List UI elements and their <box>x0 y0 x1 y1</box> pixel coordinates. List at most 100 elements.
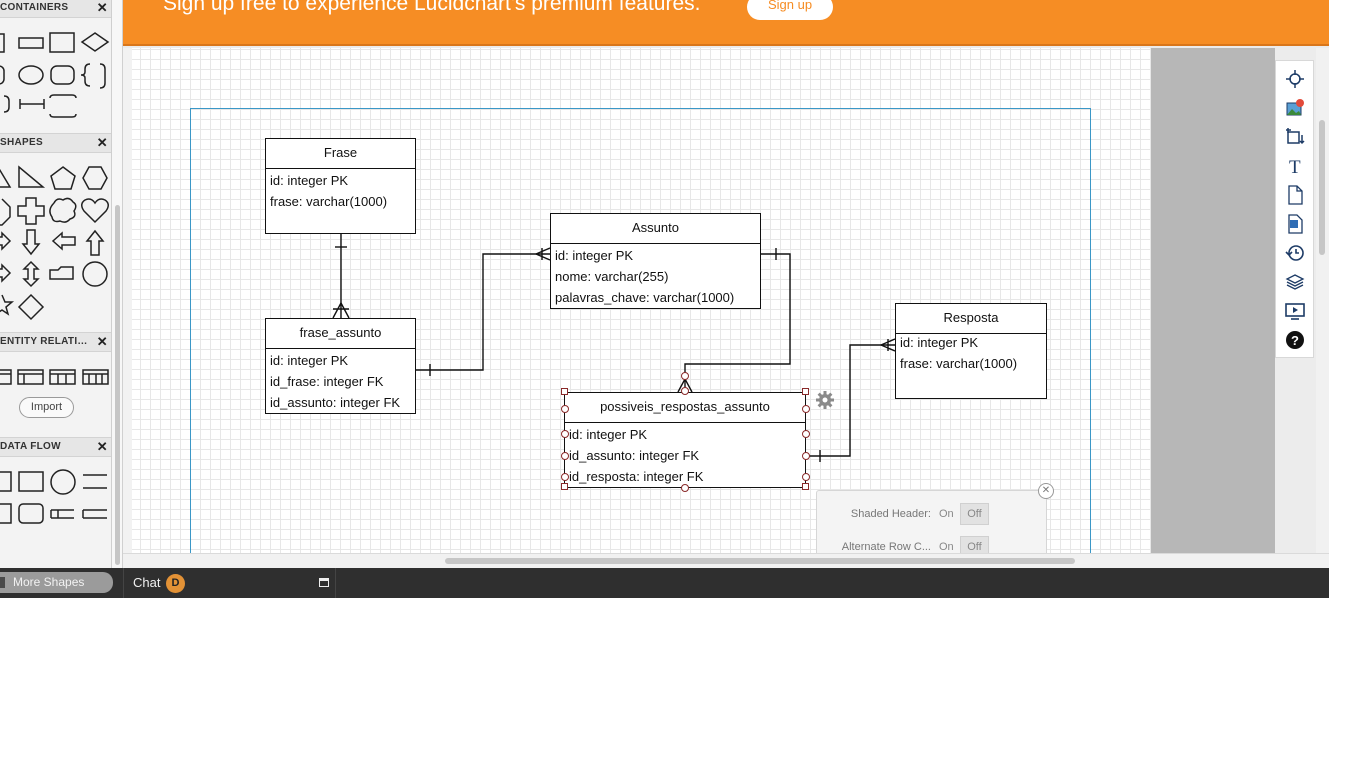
table-title[interactable]: possiveis_respostas_assunto <box>565 393 805 423</box>
close-icon[interactable]: ✕ <box>1038 483 1054 499</box>
layers-icon[interactable] <box>1285 272 1305 292</box>
section-header-data-flow[interactable]: DATA FLOW ✕ <box>0 437 111 457</box>
section-title: ENTITY RELATIO... <box>0 336 92 347</box>
er-table-possiveis-respostas-assunto[interactable]: possiveis_respostas_assunto id: integer … <box>564 392 806 488</box>
connection-point[interactable] <box>681 387 689 395</box>
vertical-scrollbar[interactable] <box>1316 48 1329 553</box>
scrollbar-thumb[interactable] <box>115 205 120 565</box>
table-row[interactable]: id: integer PK <box>900 335 979 350</box>
more-shapes-label: More Shapes <box>13 575 85 589</box>
table-row[interactable]: nome: varchar(255) <box>555 269 669 284</box>
image-icon[interactable] <box>1285 98 1305 118</box>
page-icon[interactable] <box>1285 185 1305 205</box>
more-shapes-button[interactable]: More Shapes <box>0 572 113 593</box>
section-header-entity-relationship[interactable]: ENTITY RELATIO... ✕ <box>0 332 111 352</box>
upgrade-banner: Sign up free to experience Lucidchart's … <box>123 0 1329 46</box>
table-title[interactable]: Resposta <box>896 304 1046 334</box>
resize-handle[interactable] <box>561 388 568 395</box>
bottom-bar: More Shapes Chat D <box>0 568 1329 598</box>
page-settings-icon[interactable] <box>1285 127 1305 147</box>
import-button[interactable]: Import <box>19 397 74 418</box>
toggle-off[interactable]: Off <box>960 503 989 525</box>
table-row[interactable]: id: integer PK <box>270 353 349 368</box>
scrollbar-thumb[interactable] <box>445 558 1075 564</box>
er-table-frase[interactable]: Frase id: integer PK frase: varchar(1000… <box>265 138 416 234</box>
diagram-canvas[interactable]: Frase id: integer PK frase: varchar(1000… <box>132 48 1151 553</box>
table-row[interactable]: id_frase: integer FK <box>270 374 384 389</box>
shape-library-sidebar: CONTAINERS ✕ SHAPES ✕ <box>0 0 112 568</box>
alternate-row-color-row: Alternate Row C... On Off <box>817 536 1048 553</box>
horizontal-scrollbar[interactable] <box>123 553 1329 568</box>
document-properties-icon[interactable] <box>1285 214 1305 234</box>
toggle-on[interactable]: On <box>939 541 954 553</box>
connection-point[interactable] <box>561 405 569 413</box>
table-row[interactable]: frase: varchar(1000) <box>900 356 1018 371</box>
gear-icon[interactable] <box>815 390 835 410</box>
connection-point[interactable] <box>802 452 810 460</box>
table-row[interactable]: id_assunto: integer FK <box>569 448 700 463</box>
presentation-icon[interactable] <box>1285 301 1305 321</box>
table-title[interactable]: frase_assunto <box>266 319 415 349</box>
connection-point[interactable] <box>802 405 810 413</box>
shaded-header-row: Shaded Header: On Off <box>817 503 1048 525</box>
close-icon[interactable]: ✕ <box>96 439 108 454</box>
section-title: SHAPES <box>0 137 43 148</box>
table-row[interactable]: id: integer PK <box>569 427 648 442</box>
connection-point[interactable] <box>802 430 810 438</box>
maximize-icon[interactable] <box>319 578 329 587</box>
page-boundary <box>190 108 1091 553</box>
connector-possiveis-resposta[interactable] <box>805 344 895 457</box>
toggle-on[interactable]: On <box>939 508 954 520</box>
resize-handle[interactable] <box>802 388 809 395</box>
section-header-shapes[interactable]: SHAPES ✕ <box>0 133 111 153</box>
table-row[interactable]: id_resposta: integer FK <box>569 469 704 484</box>
connector-frase-assunto-assunto[interactable] <box>416 253 550 371</box>
canvas-gutter <box>123 48 132 553</box>
sidebar-scrollbar[interactable] <box>112 0 123 568</box>
resize-handle[interactable] <box>561 483 568 490</box>
svg-text:?: ? <box>1291 333 1299 348</box>
prop-label: Alternate Row C... <box>841 541 931 553</box>
connection-point[interactable] <box>681 484 689 492</box>
er-table-assunto[interactable]: Assunto id: integer PK nome: varchar(255… <box>550 213 761 309</box>
connection-point[interactable] <box>561 473 569 481</box>
history-icon[interactable] <box>1285 243 1305 263</box>
scrollbar-thumb[interactable] <box>1319 120 1325 255</box>
close-icon[interactable]: ✕ <box>96 135 108 150</box>
crosshair-icon[interactable] <box>1285 69 1305 89</box>
close-icon[interactable]: ✕ <box>96 0 108 15</box>
table-row[interactable]: frase: varchar(1000) <box>270 194 388 209</box>
more-shapes-icon <box>0 577 5 588</box>
basic-shapes[interactable] <box>0 163 112 323</box>
avatar: D <box>166 574 185 593</box>
er-table-resposta[interactable]: Resposta id: integer PK frase: varchar(1… <box>895 303 1047 399</box>
signup-button[interactable]: Sign up <box>747 0 833 20</box>
connection-point[interactable] <box>561 430 569 438</box>
container-shapes[interactable] <box>0 28 112 122</box>
connection-point[interactable] <box>681 372 689 380</box>
table-row[interactable]: id: integer PK <box>270 173 349 188</box>
help-icon[interactable]: ? <box>1285 330 1305 350</box>
data-flow-shapes[interactable] <box>0 468 112 528</box>
table-properties-panel: ✕ Shaded Header: On Off Alternate Row C.… <box>816 483 1054 553</box>
table-row[interactable]: id: integer PK <box>555 248 634 263</box>
canvas-outside-area <box>1151 48 1275 553</box>
close-icon[interactable]: ✕ <box>96 334 108 349</box>
er-table-frase-assunto[interactable]: frase_assunto id: integer PK id_frase: i… <box>265 318 416 414</box>
table-row[interactable]: palavras_chave: varchar(1000) <box>555 290 735 305</box>
connection-point[interactable] <box>561 452 569 460</box>
text-icon[interactable]: T <box>1285 156 1305 176</box>
table-title[interactable]: Frase <box>266 139 415 169</box>
chat-tab[interactable]: Chat D <box>123 568 336 598</box>
resize-handle[interactable] <box>802 483 809 490</box>
svg-text:T: T <box>1289 157 1301 176</box>
table-row[interactable]: id_assunto: integer FK <box>270 395 401 410</box>
lucidchart-editor: CONTAINERS ✕ SHAPES ✕ <box>0 0 1329 598</box>
connection-point[interactable] <box>802 473 810 481</box>
section-header-containers[interactable]: CONTAINERS ✕ <box>0 0 111 18</box>
chat-label: Chat <box>133 575 161 590</box>
entity-relationship-shapes[interactable] <box>0 366 112 388</box>
section-title: DATA FLOW <box>0 441 61 452</box>
table-title[interactable]: Assunto <box>551 214 760 244</box>
toggle-off[interactable]: Off <box>960 536 989 553</box>
